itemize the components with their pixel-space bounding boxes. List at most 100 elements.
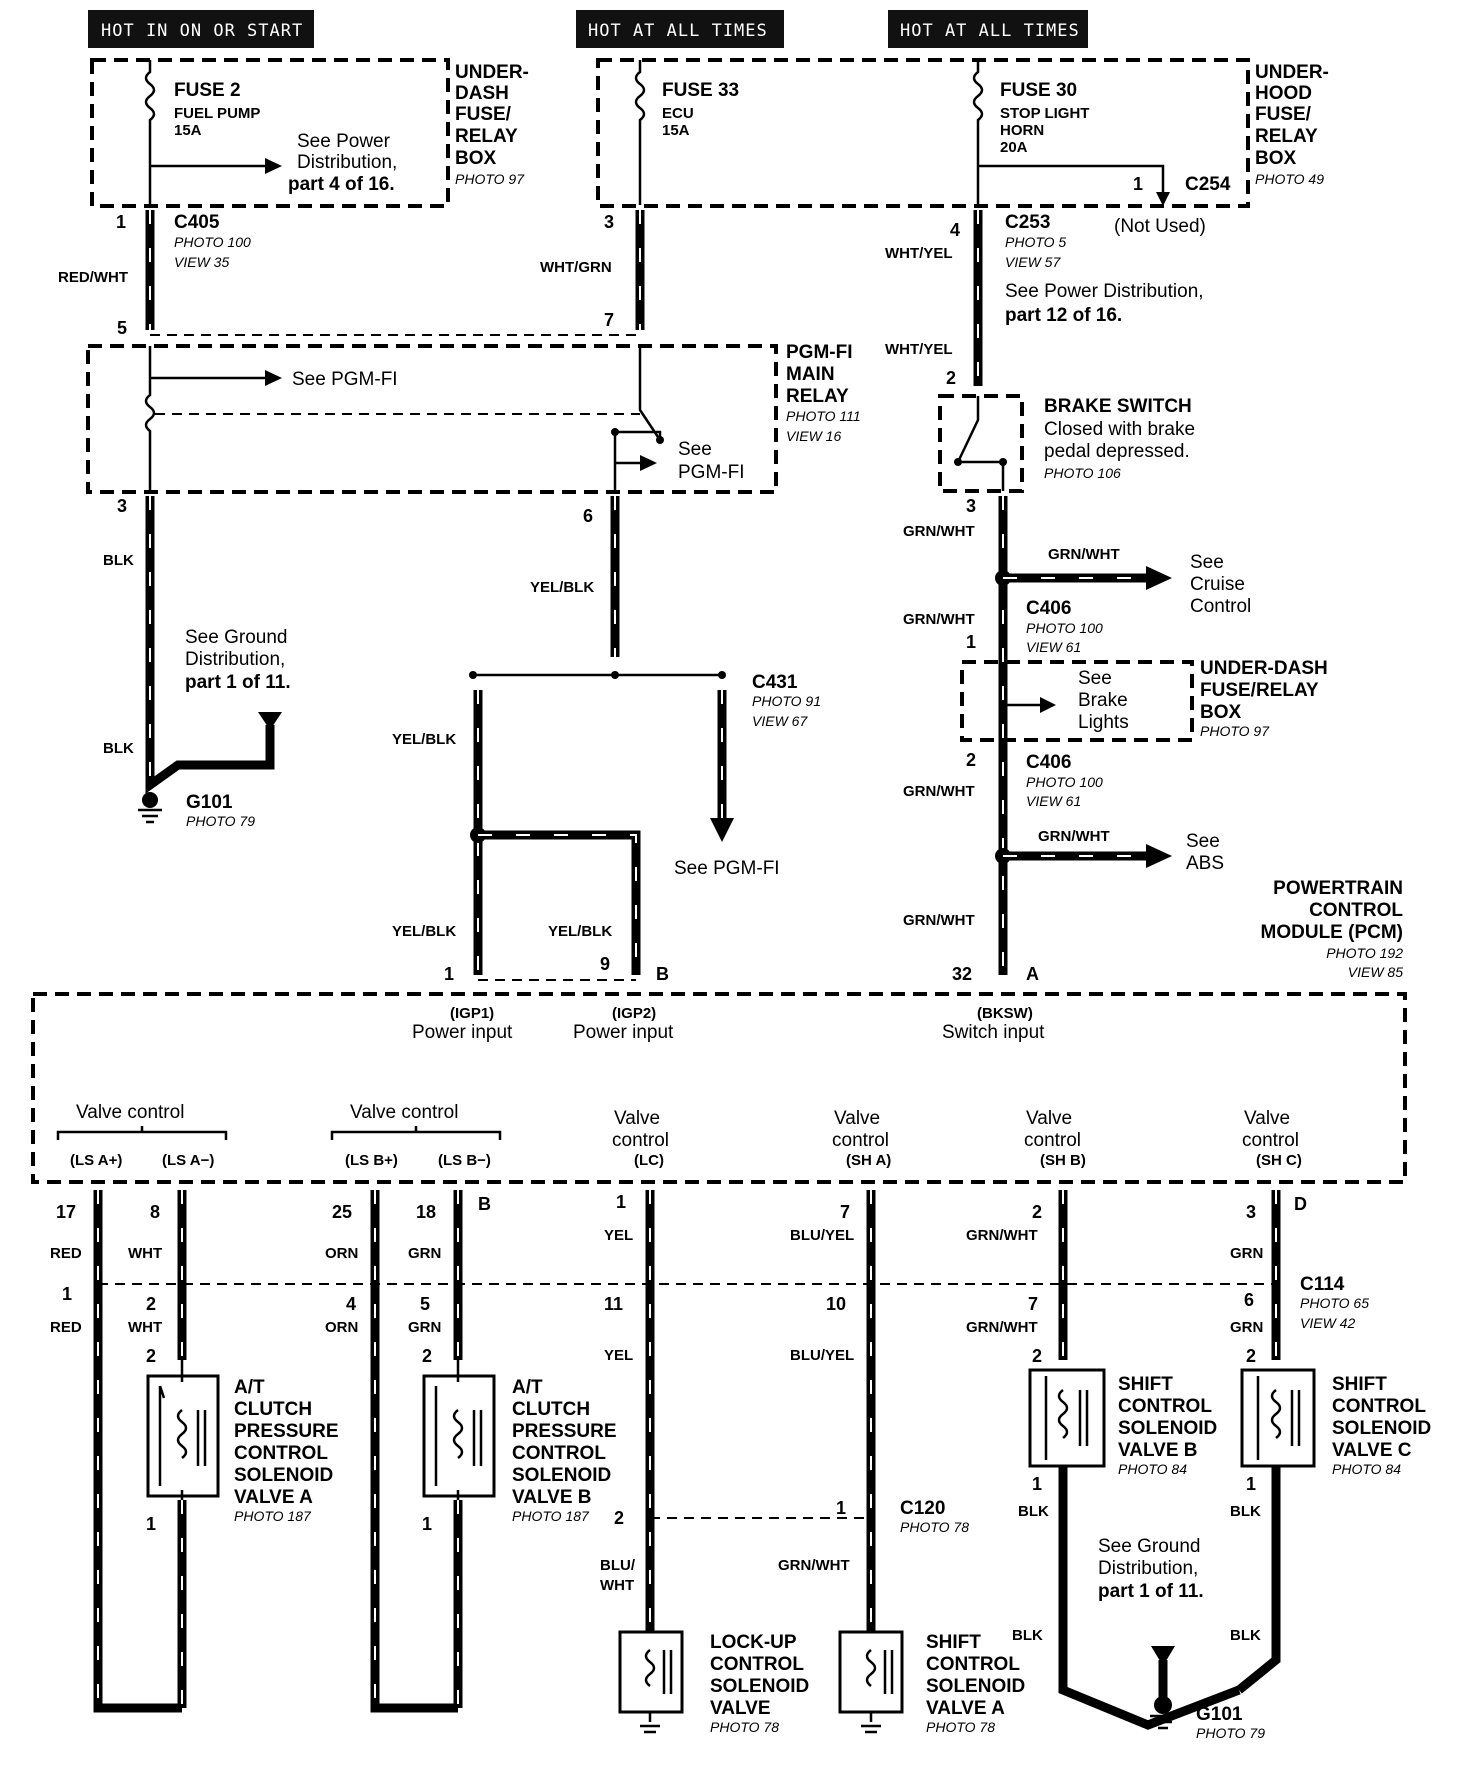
svg-text:VALVE A: VALVE A [926, 1698, 1005, 1719]
svg-text:GRN/WHT: GRN/WHT [778, 1557, 850, 1574]
fuse-30-desc2: HORN [1000, 122, 1044, 139]
fuse-30-amp: 20A [1000, 139, 1028, 156]
svg-text:1: 1 [62, 1284, 72, 1304]
svg-text:RELAY: RELAY [1255, 126, 1318, 147]
header-hot-in-on-or-start: HOT IN ON OR START [88, 10, 314, 48]
pin-label: 2 [966, 750, 976, 770]
header-label: HOT AT ALL TIMES [900, 21, 1080, 41]
output-label-sha-2: control [832, 1130, 889, 1151]
svg-text:ORN: ORN [325, 1245, 358, 1262]
svg-text:WHT: WHT [128, 1245, 162, 1262]
see-pd12-line2: part 12 of 16. [1005, 305, 1122, 326]
pin-label: 1 [116, 212, 126, 232]
c120-label: C120 [900, 1498, 945, 1519]
svg-text:7: 7 [840, 1202, 850, 1222]
svg-text:LOCK-UP: LOCK-UP [710, 1632, 797, 1653]
svg-text:2: 2 [1032, 1346, 1042, 1366]
svg-text:PHOTO 78: PHOTO 78 [926, 1719, 995, 1735]
header-label: HOT IN ON OR START [101, 21, 303, 41]
svg-text:PHOTO 84: PHOTO 84 [1332, 1461, 1401, 1477]
see-pgm-fi-3: See PGM-FI [674, 858, 780, 879]
pin-label: 9 [600, 954, 610, 974]
svg-text:PHOTO 111: PHOTO 111 [786, 408, 861, 424]
svg-text:GRN: GRN [1230, 1245, 1263, 1262]
svg-text:CONTROL: CONTROL [1332, 1396, 1426, 1417]
svg-text:CONTROL: CONTROL [1309, 900, 1403, 921]
relay-title: PGM-FI MAIN RELAY PHOTO 111 VIEW 16 [786, 342, 861, 444]
underhood-box-title: UNDER- HOOD FUSE/ RELAY BOX PHOTO 49 [1255, 62, 1329, 187]
output-code-lsb-plus: (LS B+) [345, 1152, 398, 1169]
svg-text:1: 1 [1032, 1474, 1042, 1494]
wire-label-grn-wht-cruise: GRN/WHT [1048, 546, 1120, 563]
see-brake-lights-3: Lights [1078, 712, 1129, 733]
wire-red [93, 1190, 182, 1713]
input-code-igp1: (IGP1) [450, 1005, 494, 1022]
svg-text:CONTROL: CONTROL [926, 1654, 1020, 1675]
lockup-title: LOCK-UP CONTROL SOLENOID VALVE PHOTO 78 [710, 1632, 809, 1735]
relay-see-pgm-fi-1: See PGM-FI [292, 369, 398, 390]
svg-text:GRN: GRN [408, 1319, 441, 1336]
brake-switch-title: BRAKE SWITCH [1044, 396, 1192, 417]
wire-label-blk-1: BLK [103, 552, 134, 569]
svg-text:17: 17 [56, 1202, 76, 1222]
svg-text:UNDER-: UNDER- [1255, 62, 1329, 83]
relay-coil [144, 346, 640, 492]
c406b-view: VIEW 61 [1026, 793, 1081, 809]
svg-text:CLUTCH: CLUTCH [234, 1399, 312, 1420]
svg-text:HOOD: HOOD [1255, 83, 1312, 104]
underhood-fuse-box [596, 58, 1250, 208]
svg-text:1: 1 [146, 1514, 156, 1534]
c253-photo: PHOTO 5 [1005, 234, 1066, 250]
not-used-label: (Not Used) [1114, 216, 1206, 237]
c114-view: VIEW 42 [1300, 1315, 1355, 1331]
g101b-label: G101 [1196, 1704, 1243, 1725]
svg-text:4: 4 [346, 1294, 356, 1314]
pin-label: 7 [604, 310, 614, 330]
c431-splice [469, 671, 726, 679]
c406a-view: VIEW 61 [1026, 639, 1081, 655]
svg-text:SOLENOID: SOLENOID [234, 1465, 333, 1486]
output-label-shc-2: control [1242, 1130, 1299, 1151]
svg-text:2: 2 [614, 1508, 624, 1528]
svg-text:FUSE/: FUSE/ [1255, 104, 1312, 125]
brake-switch-box [938, 394, 1024, 493]
svg-text:GRN: GRN [408, 1245, 441, 1262]
pgm-fi-main-relay-box [86, 344, 778, 494]
see-abs-1: See [1186, 831, 1220, 852]
c405-label: C405 [174, 212, 220, 233]
solenoid-shift-c [1240, 1368, 1316, 1468]
output-code-shc: (SH C) [1256, 1152, 1302, 1169]
pin-label: 1 [444, 964, 454, 984]
output-label-shb-1: Valve [1026, 1108, 1072, 1129]
svg-text:MAIN: MAIN [786, 364, 835, 385]
underdash-box-title: UNDER- DASH FUSE/ RELAY BOX PHOTO 97 [455, 62, 529, 187]
svg-text:SHIFT: SHIFT [1118, 1374, 1173, 1395]
output-code-lc: (LC) [634, 1152, 664, 1169]
svg-text:CONTROL: CONTROL [512, 1443, 606, 1464]
svg-text:POWERTRAIN: POWERTRAIN [1273, 878, 1403, 899]
svg-text:RELAY: RELAY [455, 126, 518, 147]
svg-text:PHOTO 97: PHOTO 97 [1200, 723, 1270, 739]
c114-photo: PHOTO 65 [1300, 1295, 1369, 1311]
fuse-33 [634, 60, 646, 205]
c406a-label: C406 [1026, 598, 1071, 619]
see-cruise-1: See [1190, 552, 1224, 573]
shift-c-title: SHIFT CONTROL SOLENOID VALVE C PHOTO 84 [1332, 1374, 1431, 1477]
svg-text:BLK: BLK [1012, 1627, 1043, 1644]
fuse-2-label: FUSE 2 [174, 80, 241, 101]
fuse-30-desc1: STOP LIGHT [1000, 105, 1089, 122]
svg-text:1: 1 [1246, 1474, 1256, 1494]
svg-text:CONTROL: CONTROL [1118, 1396, 1212, 1417]
svg-text:RELAY: RELAY [786, 386, 849, 407]
svg-text:GRN/WHT: GRN/WHT [966, 1319, 1038, 1336]
c431-view: VIEW 67 [752, 713, 808, 729]
relay-switch [611, 346, 664, 492]
svg-text:YEL: YEL [604, 1227, 633, 1244]
svg-text:PHOTO 192: PHOTO 192 [1326, 945, 1403, 961]
solenoid-lockup [618, 1630, 684, 1734]
g101a-label: G101 [186, 792, 233, 813]
svg-text:PHOTO 78: PHOTO 78 [710, 1719, 779, 1735]
c431-photo: PHOTO 91 [752, 693, 821, 709]
c406b-photo: PHOTO 100 [1026, 774, 1103, 790]
pin-label: 4 [950, 220, 960, 240]
